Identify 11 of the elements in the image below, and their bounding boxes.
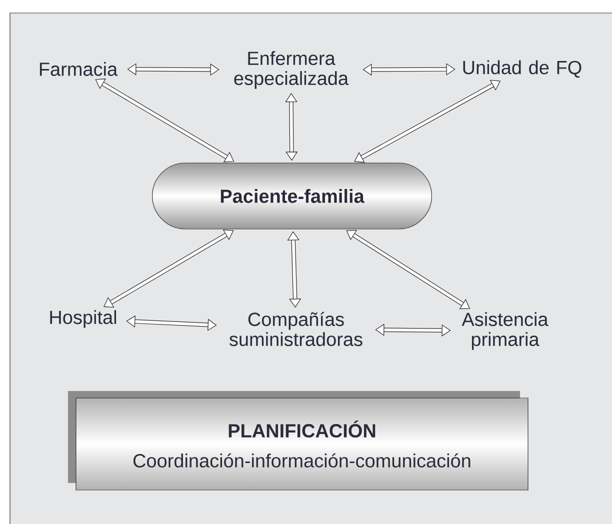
double-arrow: [104, 230, 234, 308]
rounded-node: Paciente-familia: [152, 162, 432, 230]
double-arrow: [362, 63, 456, 76]
planning-box: PLANIFICACIÓN Coordinación-información-comunicación: [76, 398, 528, 490]
double-arrow: [95, 78, 234, 162]
node-label: Compañías suministradoras: [229, 312, 362, 346]
node-label: Enfermera especializada: [234, 51, 349, 89]
node-label: Unidad de FQ: [463, 60, 582, 78]
node-label: Farmacia: [40, 62, 118, 76]
node-label: Asistencia primaria: [462, 312, 548, 350]
node-label: Hospital: [50, 310, 116, 328]
